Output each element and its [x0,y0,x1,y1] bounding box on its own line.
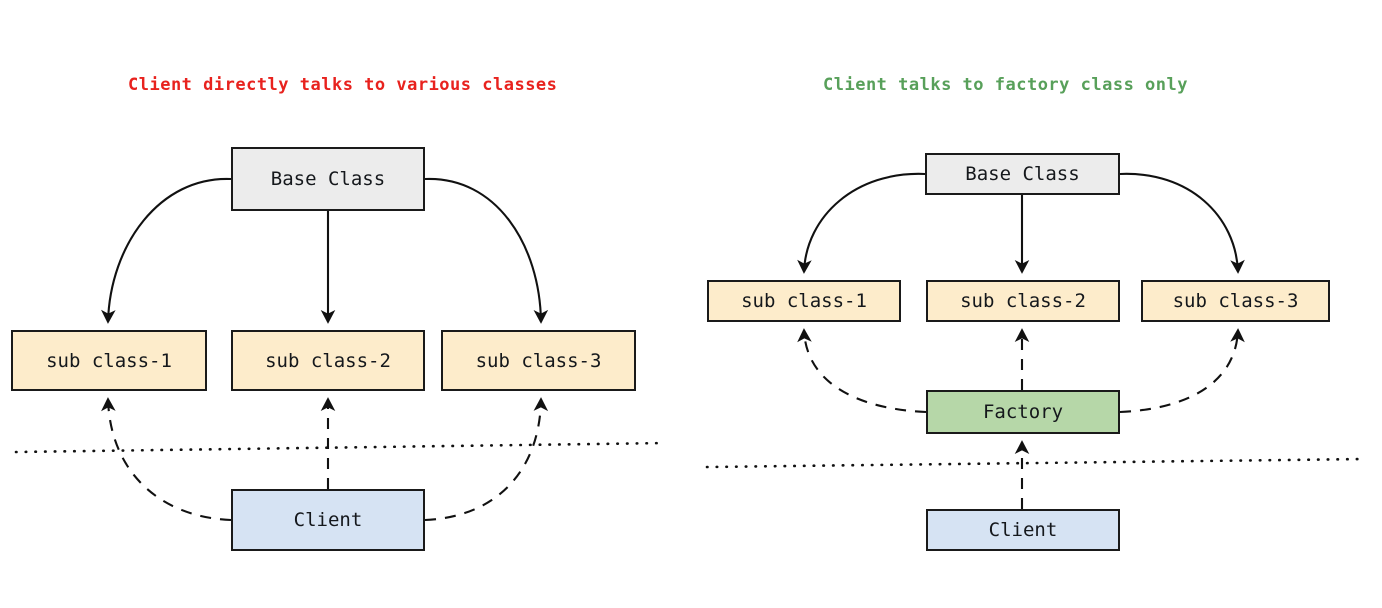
left-sub-class-3-node[interactable]: sub class-3 [441,330,636,391]
right-sub-class-3-node[interactable]: sub class-3 [1141,280,1330,322]
right-boundary-dotted-line [705,457,1368,469]
edge-client-to-sub3-left [424,397,549,522]
right-factory-node[interactable]: Factory [926,390,1120,434]
left-client-node[interactable]: Client [231,489,425,551]
edge-factory-to-sub1-right [797,328,927,414]
left-diagram-title: Client directly talks to various classes [128,75,558,95]
right-sub-class-2-node[interactable]: sub class-2 [926,280,1120,322]
edge-base-to-sub1-right [797,172,926,274]
right-client-node[interactable]: Client [926,509,1120,551]
edge-factory-to-sub3-right [1119,328,1245,414]
edge-base-to-sub3-left [424,177,549,324]
right-base-class-node[interactable]: Base Class [925,153,1120,195]
edge-base-to-sub1-left [101,177,232,324]
left-base-class-node[interactable]: Base Class [231,147,425,211]
left-boundary-dotted-line [14,441,667,454]
edge-client-to-sub1-left [101,397,232,522]
right-sub-class-1-node[interactable]: sub class-1 [707,280,901,322]
left-sub-class-1-node[interactable]: sub class-1 [11,330,207,391]
edge-base-to-sub3-right [1119,172,1245,274]
left-sub-class-2-node[interactable]: sub class-2 [231,330,425,391]
right-diagram-title: Client talks to factory class only [823,75,1188,95]
